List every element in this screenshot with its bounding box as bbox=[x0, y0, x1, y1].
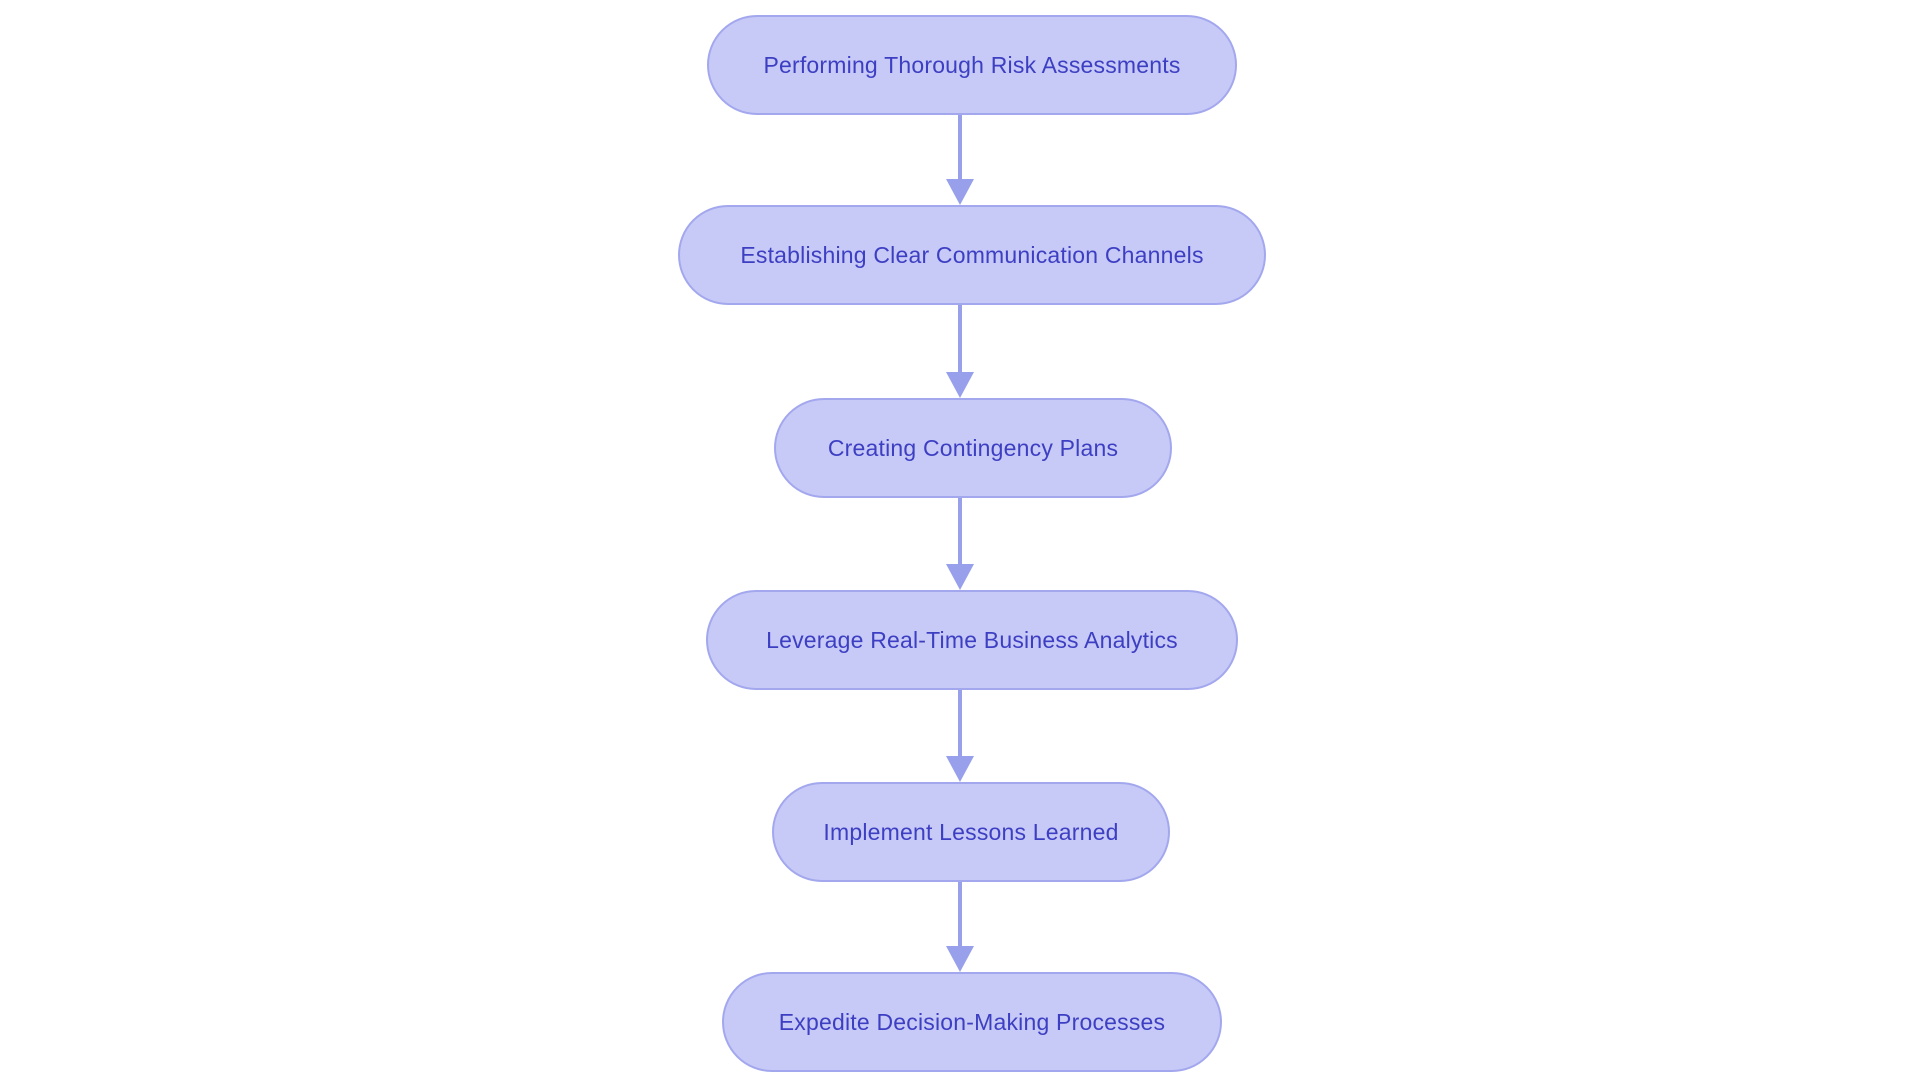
arrow-head bbox=[946, 372, 974, 398]
flow-arrow-5to6 bbox=[946, 882, 974, 972]
node-label: Implement Lessons Learned bbox=[823, 818, 1119, 845]
arrow-shaft bbox=[958, 115, 962, 183]
flow-arrow-1to2 bbox=[946, 115, 974, 205]
flow-arrow-2to3 bbox=[946, 305, 974, 398]
node-label: Expedite Decision-Making Processes bbox=[778, 1008, 1166, 1035]
arrow-shaft bbox=[958, 882, 962, 950]
arrow-head bbox=[946, 179, 974, 205]
arrow-head bbox=[946, 564, 974, 590]
flow-node-communication-channels: Establishing Clear Communication Channel… bbox=[678, 205, 1266, 305]
flow-node-business-analytics: Leverage Real-Time Business Analytics bbox=[706, 590, 1238, 690]
flow-node-contingency-plans: Creating Contingency Plans bbox=[774, 398, 1172, 498]
flow-node-lessons-learned: Implement Lessons Learned bbox=[772, 782, 1170, 882]
flow-arrow-4to5 bbox=[946, 690, 974, 782]
arrow-head bbox=[946, 756, 974, 782]
node-label: Leverage Real-Time Business Analytics bbox=[766, 626, 1178, 653]
node-label: Creating Contingency Plans bbox=[827, 434, 1119, 461]
arrow-shaft bbox=[958, 690, 962, 760]
arrow-head bbox=[946, 946, 974, 972]
flow-arrow-3to4 bbox=[946, 498, 974, 590]
node-label: Establishing Clear Communication Channel… bbox=[740, 241, 1204, 268]
arrow-shaft bbox=[958, 305, 962, 376]
flow-node-decision-making: Expedite Decision-Making Processes bbox=[722, 972, 1222, 1072]
node-label: Performing Thorough Risk Assessments bbox=[763, 51, 1181, 78]
flow-node-risk-assessments: Performing Thorough Risk Assessments bbox=[707, 15, 1237, 115]
arrow-shaft bbox=[958, 498, 962, 568]
